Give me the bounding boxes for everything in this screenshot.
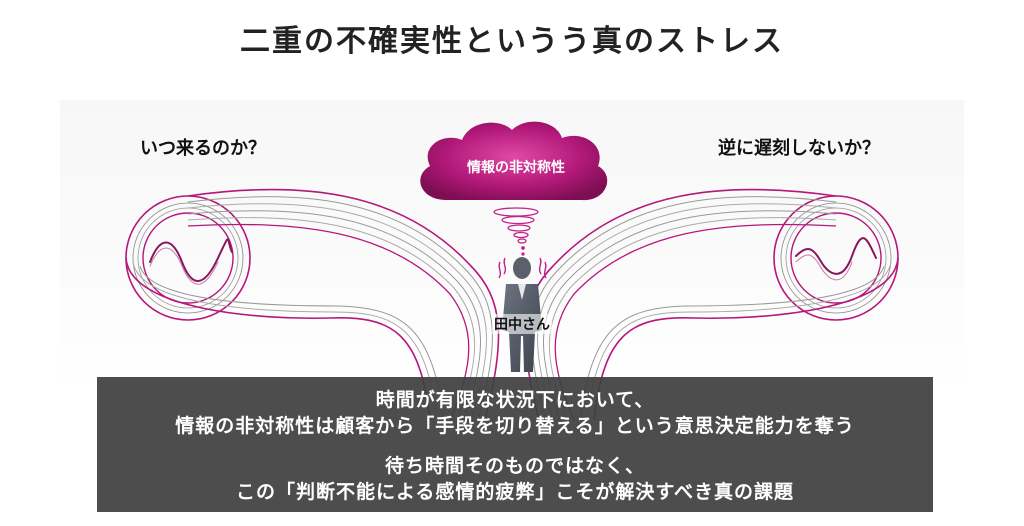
tornado-swirl [493,207,539,256]
page-title: 二重の不確実性というう真のストレス [240,24,784,59]
cloud-label: 情報の非対称性 [467,160,565,176]
stress-marks [498,257,547,279]
left-flow-lines [125,188,500,421]
right-question: 逆に遅刻しないか？ [718,138,880,159]
message-box: 時間が有限な状況下において、 情報の非対称性は顧客から「手段を切り替える」という… [97,377,933,512]
cloud-shape [420,121,608,201]
message-line-2: 情報の非対称性は顧客から「手段を切り替える」という意思決定能力を奪う [175,415,855,437]
message-line-1: 時間が有限な状況下において、 [375,389,655,411]
person-label: 田中さん [492,314,552,334]
left-question: いつ来るのか？ [140,138,266,159]
message-line-4: この「判断不能による感情的疲弊」こそが解決すべき真の課題 [235,481,795,503]
message-line-3: 待ち時間そのものではなく、 [384,455,645,477]
